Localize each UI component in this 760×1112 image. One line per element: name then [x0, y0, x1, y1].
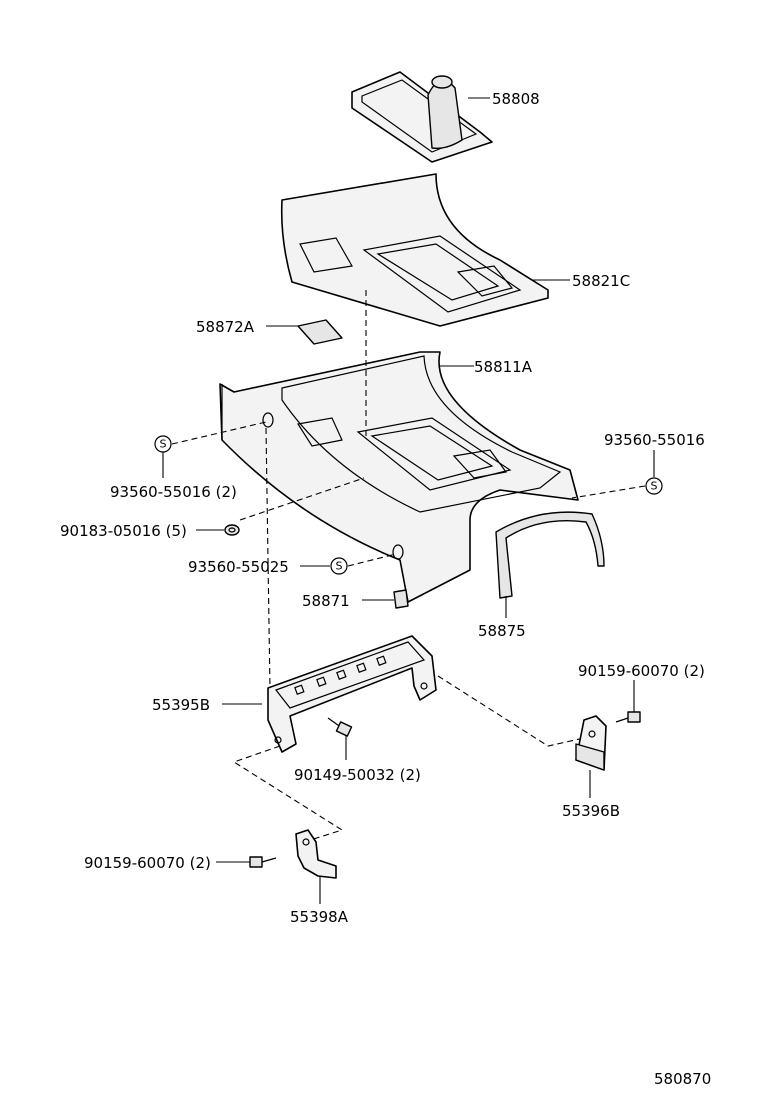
dashed-guide [437, 675, 585, 747]
dashed-guide [265, 427, 271, 691]
label-bracket-lower: 55398A [290, 908, 349, 926]
label-clip-lower: 93560-55025 [188, 558, 289, 576]
label-bolt-right: 90159-60070 (2) [578, 662, 705, 680]
svg-text:S: S [651, 480, 658, 493]
label-console-box: 58811A [474, 358, 533, 376]
nut-part [224, 524, 240, 536]
svg-text:S: S [160, 438, 167, 451]
shift-boot-part [351, 71, 493, 163]
bolt-main-part [327, 717, 353, 737]
svg-text:S: S [336, 560, 343, 573]
dashed-guide [239, 477, 365, 521]
dashed-guide [232, 745, 344, 843]
label-plug: 58871 [302, 592, 350, 610]
label-bracket-main: 55395B [152, 696, 210, 714]
plug-part [393, 589, 409, 609]
clip-lower-part: S [330, 557, 348, 575]
label-nut: 90183-05016 (5) [60, 522, 187, 540]
clip-left-part: S [154, 435, 172, 453]
label-upper-panel: 58821C [572, 272, 630, 290]
label-bolt-lower: 90159-60070 (2) [84, 854, 211, 872]
upper-panel-part [280, 173, 549, 327]
label-shift-boot: 58808 [492, 90, 540, 108]
bolt-right-part [615, 711, 641, 723]
dashed-guide [171, 421, 267, 445]
label-bracket-right: 55396B [562, 802, 620, 820]
label-pad: 58872A [196, 318, 255, 336]
label-bolt-main: 90149-50032 (2) [294, 766, 421, 784]
molding-part [495, 511, 605, 599]
bolt-lower-part [249, 856, 277, 868]
console-box-part [219, 351, 579, 603]
right-bracket-part [575, 715, 607, 771]
pad-part [297, 319, 343, 345]
lower-bracket-part [295, 829, 337, 879]
clip-right-part: S [645, 477, 663, 495]
main-bracket-part [267, 635, 437, 753]
diagram-number: 580870 [654, 1070, 711, 1088]
dashed-guide [571, 485, 646, 499]
dashed-guide [347, 553, 397, 567]
label-clip-left: 93560-55016 (2) [110, 483, 237, 501]
label-clip-right: 93560-55016 [604, 431, 705, 449]
label-molding: 58875 [478, 622, 526, 640]
